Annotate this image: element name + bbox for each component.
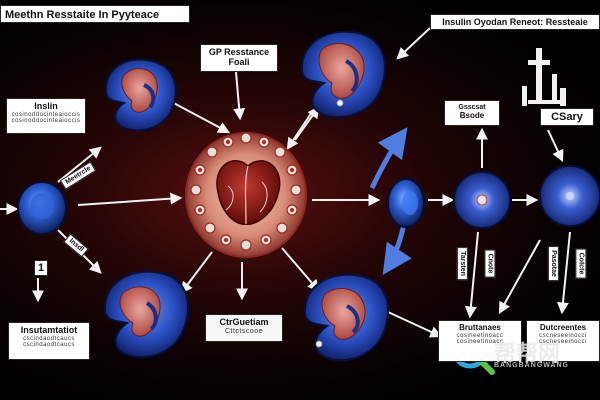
watermark-subtext: BANGBANGWANG [494,362,569,369]
arrow-center-label-to-cell [233,71,246,121]
arrow-center-to-cell-bl [180,251,213,294]
bottom-right-box-1: Bruttanaes cosineetinoacc cosineetinoacc [438,320,522,362]
arrow-node-right-down [556,231,571,315]
top-right-label: Insulin Oyodan Reneot: Ressteaie [430,14,600,30]
node-left [17,181,67,235]
node-mid-right [387,178,425,228]
vert-tag-2: Cnote [484,249,496,278]
bottom-left-box-sub: cscindaodtcaucs [23,335,75,342]
diagram-title: Meethn Resstaite In Pyyteace [0,5,190,23]
bottom-right-box-1-main: Bruttanaes [459,323,501,332]
left-insulin-box-sub-2: cosinoddocinteaioccis [11,118,81,125]
bottom-left-box-main: Insutamtatiot [20,325,78,335]
node-cell-right [539,165,600,227]
cstay-label: CSary [540,108,594,126]
arrow-center-to-cell-tr [294,106,320,141]
arrow-top-label-to-cell [396,27,431,60]
cell-top-right [300,30,386,119]
arrow-blue-curve-down [382,223,412,275]
arrows [0,27,571,338]
center-top-label: GP Resstance Foali [200,44,278,72]
arrow-diag-to-box [498,239,541,315]
bottom-right-box-2-sub-2: cscneseeinocci [539,339,587,346]
center-top-label-main: GP Resstance [208,47,270,57]
arrow-cell-br-to-box [387,311,443,338]
bottom-left-box: Insutamtatiot cscindaodtcaucs cscindaodt… [8,322,90,360]
bottom-right-box-1-sub-2: cosineetinoacc [456,339,504,346]
bottom-left-box-sub-2: cscindaodtcaucs [23,342,75,349]
bottom-right-box-2: Dutcreentes cscneseeinocci cscneseeinocc… [526,320,600,362]
arrow-blue-curve-up [369,127,408,190]
arrow-cstay-to-node [547,129,564,163]
vert-tag-1: Tarsten [456,247,468,280]
cell-bottom-left [103,270,189,359]
right-bsode-label-sub: Bsode [459,110,485,120]
cell-top-left [104,58,177,132]
arrow-center-to-cell-br [281,247,320,292]
bottom-right-box-2-sub: cscneseeinocci [539,332,587,339]
vert-tag-3: Pasotae [547,246,559,281]
bottom-center-label-sub: Cttctscooe [224,327,264,335]
right-bsode-label-main: Gsscsat [458,104,486,111]
arrow-node-mid-down [464,231,479,319]
center-top-label-sub: Foali [228,56,250,67]
right-bsode-label: Gsscsat Bsode [444,100,500,126]
left-insulin-box: Inslin cosinoddocinteaioccis cosinoddoci… [6,98,86,134]
left-insulin-box-main: Inslin [34,101,58,111]
vert-tag-4: Cotcte [575,248,587,279]
node-cell-mid [453,171,511,229]
bottom-center-label-main: CtrGuetiam [219,317,269,327]
bottom-right-box-2-main: Dutcreentes [539,323,587,332]
cell-bottom-right [303,273,389,362]
left-insulin-box-sub: cosinoddocinteaioccis [11,111,81,118]
left-number-badge: 1 [34,260,48,276]
central-tissue [185,132,307,258]
watermark-text: 帮帮网 [494,341,561,366]
bottom-center-label: CtrGuetiam Cttctscooe [205,314,283,342]
arrow-cell-tl-to-center [167,99,231,134]
arrow-left-node-to-center [77,192,183,206]
syringe-icon [522,48,566,106]
arrow-cell-tr-to-center [286,111,313,150]
bottom-right-box-1-sub: cosineetinoacc [456,332,504,339]
